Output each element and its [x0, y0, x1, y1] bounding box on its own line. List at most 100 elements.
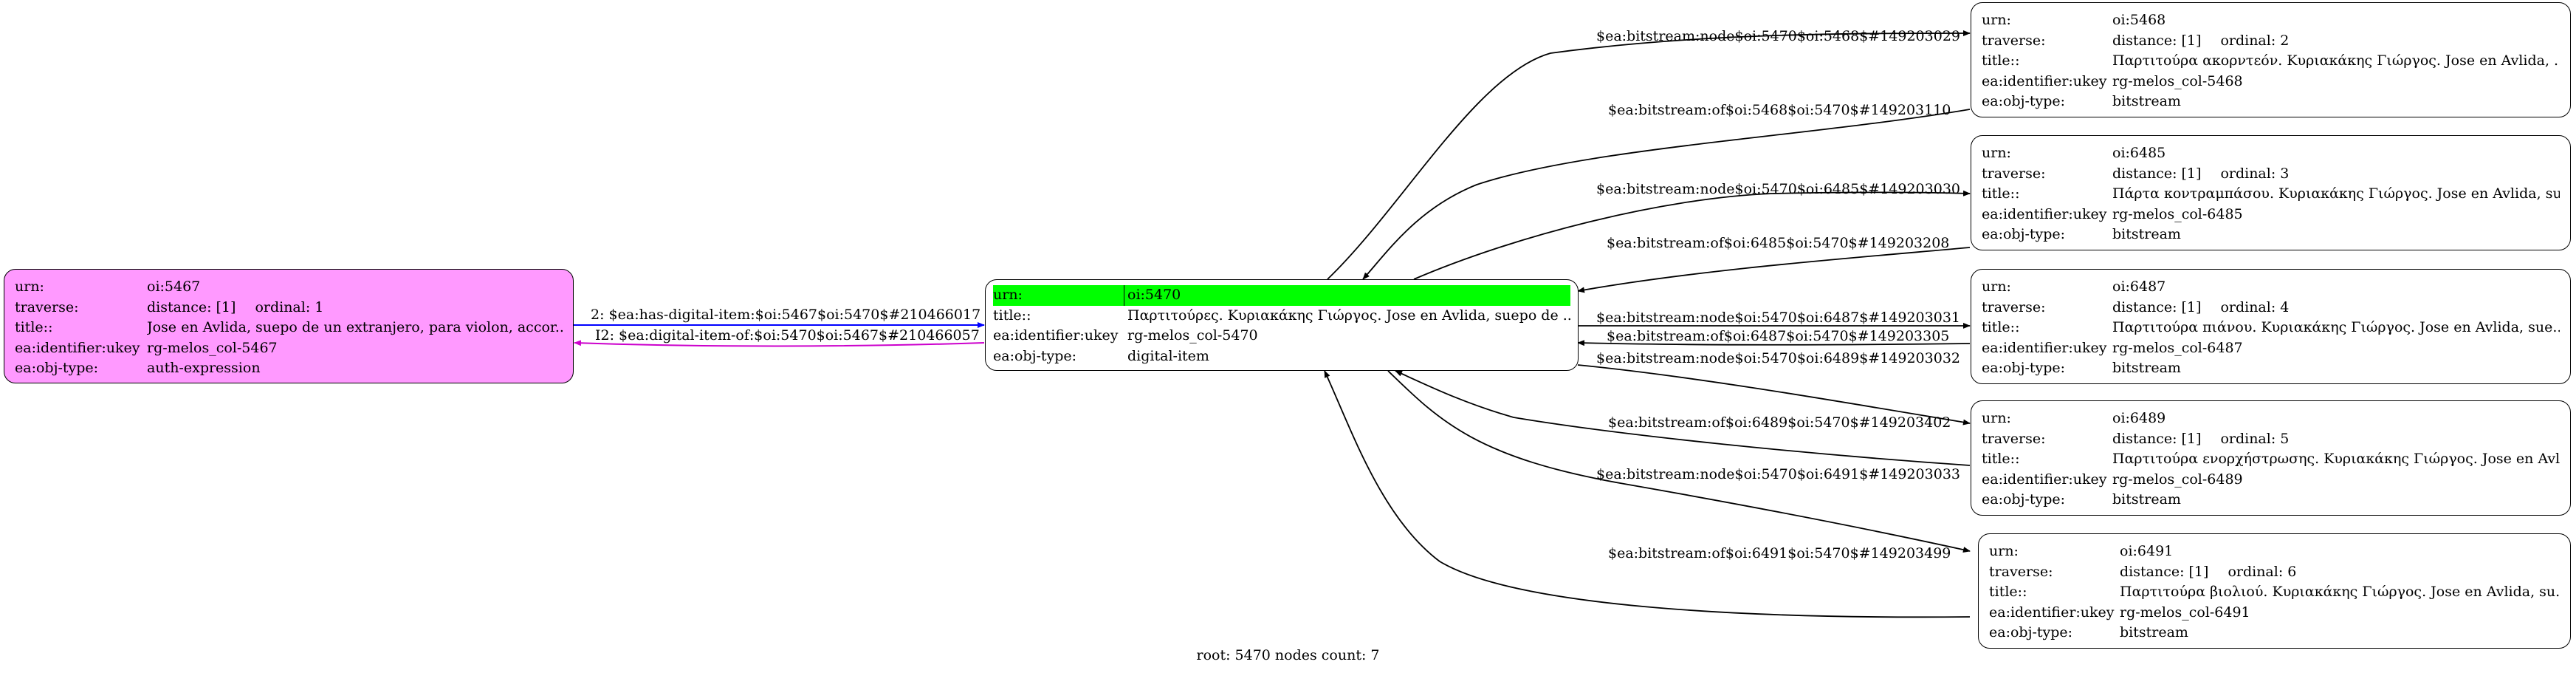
field-title: Παρτιτούρα πιάνου. Κυριακάκης Γιώργος. J… [2112, 319, 2560, 335]
field-key: traverse: [1982, 32, 2046, 49]
field-key: traverse: [1982, 430, 2046, 447]
field-urn: oi:5470 [1124, 285, 1570, 306]
field-ukey: rg-melos_col-6487 [2112, 339, 2243, 356]
field-key: traverse: [1982, 298, 2046, 315]
edge-bitstream-node-6489 [1577, 364, 1971, 426]
node-oi-5470-root[interactable]: urn:oi:5470 title::Παρτιτούρες. Κυριακάκ… [985, 279, 1579, 371]
field-key: urn: [1989, 543, 2019, 559]
field-key: urn: [1982, 279, 2011, 295]
field-urn: oi:6489 [2112, 410, 2166, 426]
field-key: ea:obj-type: [1982, 226, 2066, 242]
field-key: title:: [1982, 319, 2020, 335]
field-title: Παρτιτούρα ενορχήστρωσης. Κυριακάκης Γιώ… [2112, 451, 2560, 467]
field-obj-type: bitstream [2112, 360, 2181, 376]
field-key: traverse: [1989, 563, 2053, 580]
node-oi-6485[interactable]: urn: oi:6485 traverse: distance: [1] ordina… [1971, 135, 2571, 250]
field-key: ea:obj-type: [993, 347, 1077, 364]
field-ordinal: ordinal: 1 [255, 298, 324, 315]
field-urn: oi:6491 [2120, 543, 2174, 559]
field-urn: oi:6487 [2112, 279, 2166, 295]
field-title: Παρτιτούρα βιολιού. Κυριακάκης Γιώργος. … [2120, 584, 2560, 600]
field-title: Jose en Avlida, suepo de un extranjero, … [147, 319, 563, 335]
field-key: urn: [15, 279, 44, 295]
field-key: ea:obj-type: [1982, 360, 2066, 376]
field-key: traverse: [15, 298, 79, 315]
field-distance: distance: [1] [2112, 32, 2202, 49]
field-key: ea:identifier:ukey [1982, 72, 2107, 89]
field-key: ea:identifier:ukey [1982, 205, 2107, 222]
field-ordinal: ordinal: 4 [2220, 298, 2290, 315]
edge-label-digital-item-of: I2: $ea:digital-item-of:$oi:5470$oi:5467… [595, 327, 980, 344]
edge-label-bitstream-node-6489: $ea:bitstream:node$oi:5470$oi:6489$#1492… [1596, 350, 1960, 366]
field-key: title:: [1989, 584, 2027, 600]
field-distance: distance: [1] [2120, 563, 2209, 580]
field-key: title:: [1982, 52, 2020, 69]
edge-label-bitstream-of-5468: $ea:bitstream:of$oi:5468$oi:5470$#149203… [1608, 102, 1951, 118]
field-obj-type: bitstream [2112, 491, 2181, 508]
graph-footer: root: 5470 nodes count: 7 [1196, 647, 1380, 663]
field-title: Παρτιτούρες. Κυριακάκης Γιώργος. Jose en… [1127, 307, 1570, 324]
field-key: ea:obj-type: [1989, 624, 2073, 640]
field-key: title:: [15, 319, 53, 335]
edge-label-bitstream-of-6485: $ea:bitstream:of$oi:6485$oi:5470$#149203… [1607, 235, 1949, 251]
field-ordinal: ordinal: 5 [2220, 430, 2290, 447]
field-ukey: rg-melos_col-6491 [2120, 604, 2250, 621]
edge-label-bitstream-node-6485: $ea:bitstream:node$oi:5470$oi:6485$#1492… [1596, 181, 1960, 197]
field-obj-type: bitstream [2120, 624, 2188, 640]
field-ukey: rg-melos_col-6489 [2112, 471, 2243, 488]
node-oi-6487[interactable]: urn: oi:6487 traverse: distance: [1] ordina… [1971, 269, 2571, 384]
field-ukey: rg-melos_col-5470 [1127, 327, 1258, 344]
field-key: urn: [1982, 12, 2011, 28]
field-obj-type: bitstream [2112, 93, 2181, 109]
field-distance: distance: [1] [147, 298, 236, 315]
field-distance: distance: [1] [2112, 430, 2202, 447]
field-obj-type: bitstream [2112, 226, 2181, 242]
edge-label-bitstream-node-6487: $ea:bitstream:node$oi:5470$oi:6487$#1492… [1596, 310, 1960, 326]
edge-label-bitstream-node-5468: $ea:bitstream:node$oi:5470$oi:5468$#1492… [1596, 28, 1960, 44]
edge-bitstream-node-5468 [1327, 30, 1971, 280]
node-oi-5467[interactable]: urn: oi:5467 traverse: distance: [1] ordina… [4, 269, 574, 383]
edge-label-bitstream-of-6487: $ea:bitstream:of$oi:6487$oi:5470$#149203… [1607, 328, 1949, 344]
node-oi-6491[interactable]: urn: oi:6491 traverse: distance: [1] ordina… [1978, 533, 2571, 649]
field-key: urn: [993, 285, 1124, 306]
field-title: Παρτιτούρα ακορντεόν. Κυριακάκης Γιώργος… [2112, 52, 2560, 69]
node-oi-5468[interactable]: urn:oi:5468 traverse:distance: [1]ordina… [1971, 2, 2571, 117]
edge-bitstream-node-6485 [1413, 190, 1971, 280]
field-urn: oi:6485 [2112, 145, 2166, 161]
field-obj-type: digital-item [1127, 347, 1209, 364]
field-ukey: rg-melos_col-5468 [2112, 72, 2243, 89]
field-distance: distance: [1] [2112, 298, 2202, 315]
field-key: traverse: [1982, 165, 2046, 182]
field-urn: oi:5467 [147, 279, 201, 295]
field-key: title:: [1982, 185, 2020, 202]
field-key: ea:identifier:ukey [993, 327, 1119, 344]
field-obj-type: auth-expression [147, 360, 261, 376]
edge-label-bitstream-of-6489: $ea:bitstream:of$oi:6489$oi:5470$#149203… [1608, 414, 1951, 431]
field-urn: oi:5468 [2112, 12, 2166, 28]
field-key: ea:obj-type: [1982, 491, 2066, 508]
edge-bitstream-of-6491 [1324, 370, 1971, 618]
edge-bitstream-node-6487 [1577, 322, 1971, 329]
field-ordinal: ordinal: 6 [2228, 563, 2297, 580]
field-ukey: rg-melos_col-6485 [2112, 205, 2243, 222]
field-key: ea:obj-type: [15, 360, 99, 376]
edge-label-bitstream-of-6491: $ea:bitstream:of$oi:6491$oi:5470$#149203… [1608, 545, 1951, 561]
field-key: title:: [1982, 451, 2020, 467]
field-key: urn: [1982, 145, 2011, 161]
field-ukey: rg-melos_col-5467 [147, 339, 278, 356]
field-key: urn: [1982, 410, 2011, 426]
edge-digital-item-of [574, 340, 985, 347]
field-distance: distance: [1] [2112, 165, 2202, 182]
field-ordinal: ordinal: 3 [2220, 165, 2290, 182]
edge-bitstream-of-6485 [1577, 247, 1971, 293]
field-key: ea:identifier:ukey [1982, 339, 2107, 356]
edge-label-has-digital-item: 2: $ea:has-digital-item:$oi:5467$oi:5470… [591, 307, 980, 323]
field-key: ea:obj-type: [1982, 93, 2066, 109]
field-key: title:: [993, 307, 1031, 324]
edge-label-bitstream-node-6491: $ea:bitstream:node$oi:5470$oi:6491$#1492… [1596, 466, 1960, 482]
node-oi-6489[interactable]: urn: oi:6489 traverse: distance: [1] ordina… [1971, 400, 2571, 516]
edge-bitstream-of-6487 [1577, 340, 1971, 346]
field-title: Πάρτα κοντραμπάσου. Κυριακάκης Γιώργος. … [2112, 185, 2560, 202]
edge-bitstream-of-5468 [1362, 109, 1971, 280]
